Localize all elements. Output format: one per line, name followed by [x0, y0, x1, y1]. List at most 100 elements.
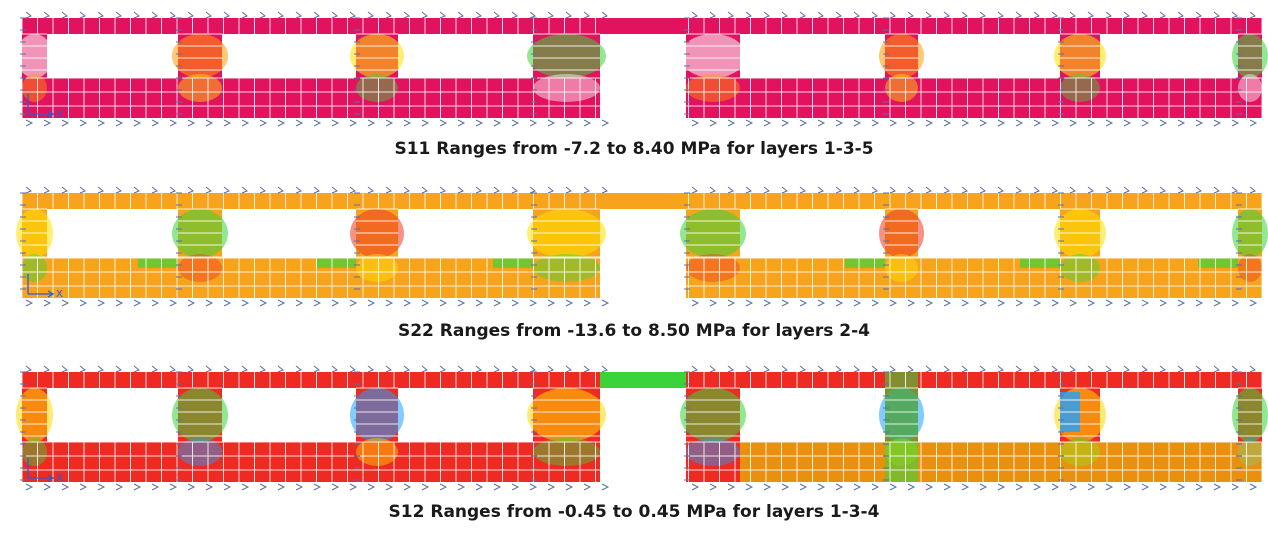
load-arrow-icon	[1213, 299, 1222, 307]
stress-hotspot	[316, 258, 356, 268]
load-arrow-icon	[313, 365, 320, 373]
load-arrow-icon	[79, 299, 88, 307]
load-arrow-icon	[601, 186, 608, 194]
support-symbols	[20, 186, 1258, 307]
load-arrow-icon	[709, 365, 716, 373]
load-arrow-icon	[529, 365, 536, 373]
load-arrow-icon	[601, 119, 610, 127]
load-arrow-icon	[853, 186, 860, 194]
axis-label: X	[56, 109, 63, 120]
load-arrow-icon	[385, 365, 392, 373]
load-arrow-icon	[25, 365, 32, 373]
support-symbols	[20, 11, 1258, 127]
load-arrow-icon	[565, 186, 572, 194]
load-arrow-icon	[457, 119, 466, 127]
load-arrow-icon	[385, 483, 394, 491]
load-arrow-icon	[151, 186, 158, 194]
axis-triad	[27, 458, 55, 482]
stress-zone	[740, 442, 1262, 482]
load-arrow-icon	[943, 483, 952, 491]
load-arrow-icon	[745, 186, 752, 194]
load-arrow-icon	[871, 483, 880, 491]
load-arrow-icon	[1159, 483, 1168, 491]
load-arrow-icon	[259, 299, 268, 307]
load-arrow-icon	[1231, 299, 1240, 307]
load-arrow-icon	[799, 11, 806, 19]
window-opening	[47, 34, 178, 78]
load-arrow-icon	[943, 11, 950, 19]
load-arrow-icon	[1051, 119, 1060, 127]
support-symbols	[20, 365, 1258, 491]
load-arrow-icon	[511, 483, 520, 491]
stress-hotspot	[879, 34, 924, 78]
load-arrow-icon	[259, 186, 266, 194]
stress-hotspot	[16, 388, 53, 442]
load-arrow-icon	[205, 11, 212, 19]
load-arrow-icon	[1105, 365, 1112, 373]
load-arrow-icon	[475, 483, 484, 491]
load-arrow-icon	[1249, 186, 1256, 194]
window-opening	[222, 209, 356, 258]
load-arrow-icon	[1213, 365, 1220, 373]
load-arrow-icon	[349, 11, 356, 19]
load-arrow-icon	[763, 186, 770, 194]
load-arrow-icon	[691, 186, 698, 194]
stress-hotspot	[356, 438, 398, 466]
load-arrow-icon	[259, 483, 268, 491]
load-arrow-icon	[529, 119, 538, 127]
arrow-icon	[47, 290, 55, 298]
load-arrow-icon	[1231, 186, 1238, 194]
load-arrow-icon	[1033, 483, 1042, 491]
load-arrow-icon	[349, 186, 356, 194]
load-arrow-icon	[403, 119, 412, 127]
load-arrow-icon	[475, 299, 484, 307]
load-arrow-icon	[1231, 483, 1240, 491]
load-arrow-icon	[1033, 365, 1040, 373]
load-arrow-icon	[511, 119, 520, 127]
load-arrow-icon	[187, 119, 196, 127]
window-opening	[47, 209, 178, 258]
load-arrow-icon	[565, 483, 574, 491]
load-arrow-icon	[817, 483, 826, 491]
load-arrow-icon	[925, 299, 934, 307]
load-arrow-icon	[313, 483, 322, 491]
load-arrow-icon	[223, 365, 230, 373]
axis-triad	[27, 94, 55, 118]
load-arrow-icon	[43, 299, 52, 307]
load-arrow-icon	[151, 365, 158, 373]
load-arrow-icon	[871, 119, 880, 127]
load-arrow-icon	[475, 186, 482, 194]
load-arrow-icon	[223, 299, 232, 307]
load-arrow-icon	[1087, 299, 1096, 307]
load-arrow-icon	[79, 365, 86, 373]
load-arrow-icon	[1213, 186, 1220, 194]
load-arrow-icon	[1051, 299, 1060, 307]
load-arrow-icon	[1195, 365, 1202, 373]
load-arrow-icon	[1051, 186, 1058, 194]
load-arrow-icon	[529, 483, 538, 491]
load-arrow-icon	[241, 11, 248, 19]
window-opening	[918, 209, 1060, 258]
load-arrow-icon	[817, 299, 826, 307]
load-arrow-icon	[187, 11, 194, 19]
load-arrow-icon	[745, 299, 754, 307]
central-gap	[600, 388, 686, 484]
load-arrow-icon	[241, 299, 250, 307]
load-arrow-icon	[601, 11, 608, 19]
load-arrow-icon	[403, 299, 412, 307]
element-mesh	[21, 18, 1263, 118]
load-arrow-icon	[457, 365, 464, 373]
load-arrow-icon	[691, 483, 700, 491]
load-arrow-icon	[295, 11, 302, 19]
load-arrow-icon	[493, 483, 502, 491]
load-arrow-icon	[115, 483, 124, 491]
load-arrow-icon	[1159, 11, 1166, 19]
load-arrow-icon	[79, 483, 88, 491]
load-arrow-icon	[799, 119, 808, 127]
load-arrow-icon	[277, 119, 286, 127]
load-arrow-icon	[277, 365, 284, 373]
load-arrow-icon	[871, 186, 878, 194]
contour-panel-s11: X	[0, 8, 1268, 133]
load-arrow-icon	[367, 299, 376, 307]
load-arrow-icon	[493, 119, 502, 127]
